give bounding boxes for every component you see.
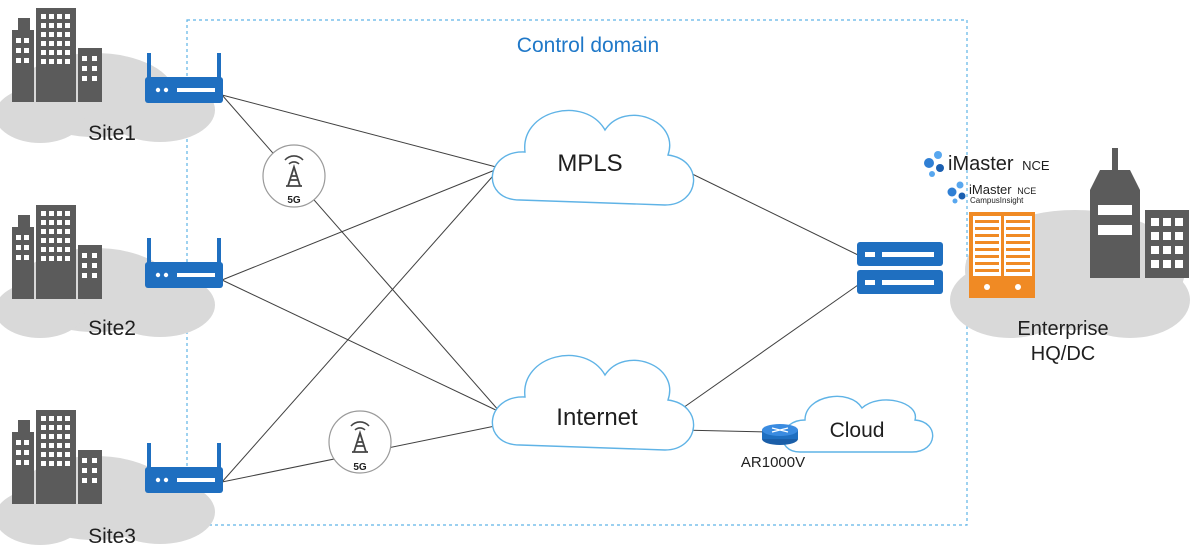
site1-building-icon: [12, 8, 102, 102]
hq-label-line2: HQ/DC: [1031, 343, 1095, 365]
site1-label: Site1: [88, 122, 136, 145]
mpls-cloud: [491, 109, 695, 206]
5g-label-1: 5G: [287, 195, 301, 206]
cloud-label: Cloud: [830, 419, 885, 442]
ar1000v-label: AR1000V: [741, 454, 805, 471]
svg-text:iMaster NCE: iMaster NCE: [969, 182, 1036, 197]
hq-gateway-icon: [857, 242, 943, 294]
hq-building-icon: [1090, 148, 1189, 278]
control-domain-label: Control domain: [517, 34, 659, 57]
site2-label: Site2: [88, 317, 136, 340]
imaster-ci-name: iMaster: [969, 182, 1012, 197]
imaster-ci-suffix: NCE: [1017, 186, 1036, 196]
imaster-ci-sub: CampusInsight: [970, 196, 1024, 205]
imaster-nce-name: iMaster: [948, 153, 1014, 175]
imaster-nce-suffix: NCE: [1022, 158, 1050, 173]
internet-label: Internet: [556, 404, 638, 431]
imaster-nce-logo-icon: [924, 151, 944, 177]
site1-router-icon: [145, 53, 223, 103]
site2-router-icon: [145, 238, 223, 288]
connection-lines: [221, 94, 859, 483]
ar1000v-router-icon: [762, 424, 798, 445]
site2-building-icon: [12, 205, 102, 299]
hq-label-line1: Enterprise: [1017, 318, 1108, 340]
5g-label-2: 5G: [353, 462, 367, 473]
site3-label: Site3: [88, 525, 136, 548]
site3-router-icon: [145, 443, 223, 493]
svg-text:iMaster NCE: iMaster NCE: [948, 153, 1050, 175]
imaster-campusinsight-logo-icon: [947, 181, 966, 204]
site3-building-icon: [12, 410, 102, 504]
internet-cloud: [491, 354, 695, 451]
mpls-label: MPLS: [557, 150, 622, 177]
server-rack-icon: [969, 212, 1035, 298]
